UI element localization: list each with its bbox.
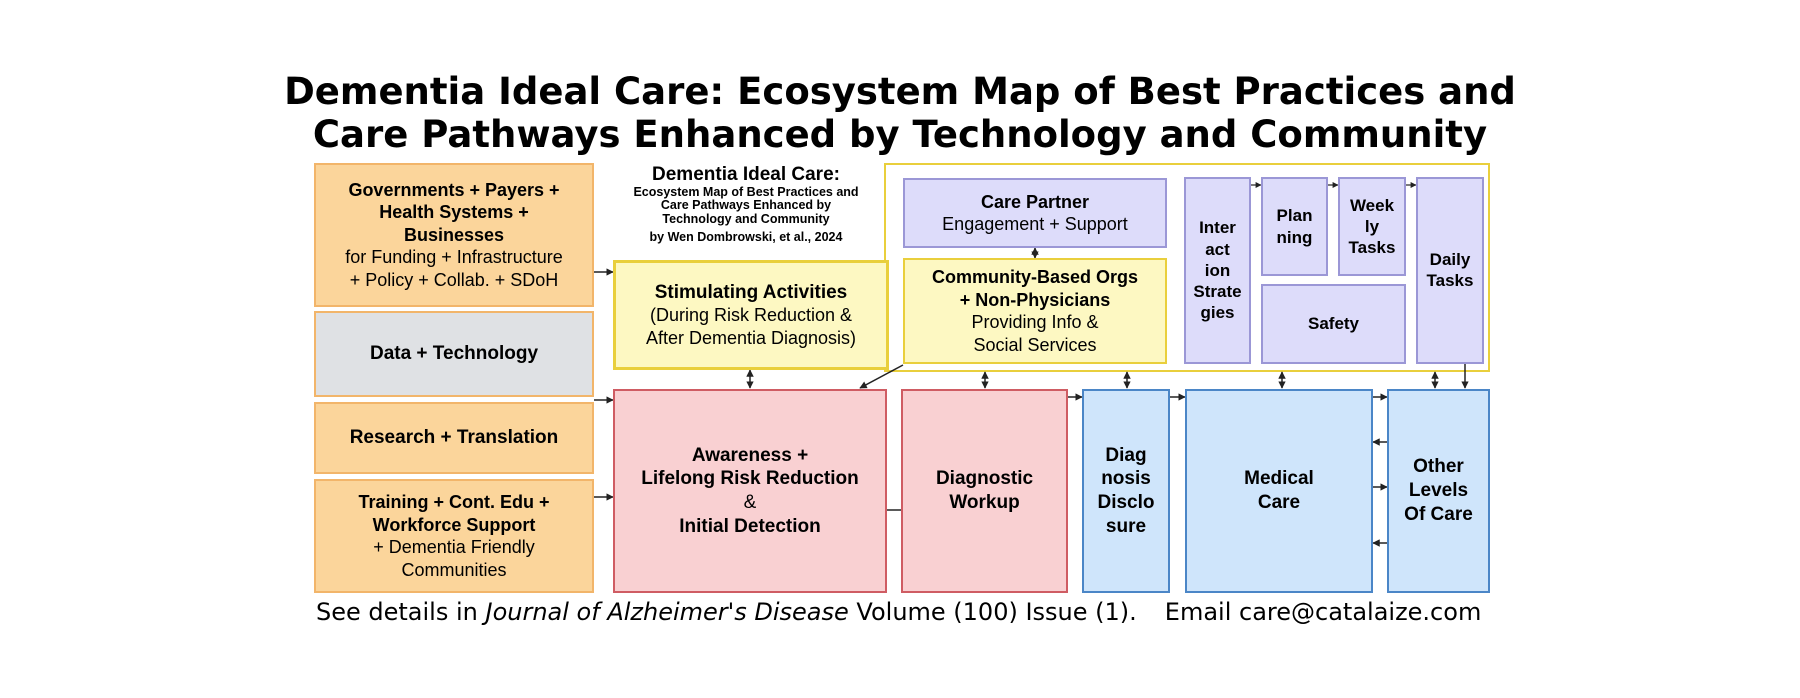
stimulating-title: Stimulating Activities: [654, 281, 848, 303]
training-line-2: Workforce Support: [372, 514, 536, 535]
disclosure-text-3: Disclo: [1097, 492, 1155, 513]
safety-label: Safety: [1307, 314, 1360, 334]
diagram-title-line-2: Care Pathways Enhanced by Technology and…: [312, 113, 1488, 156]
weekly-tasks-box: Week ly Tasks: [1338, 177, 1406, 276]
community-line-4: Social Services: [973, 334, 1097, 355]
medical-text-2: Care: [1257, 492, 1301, 513]
other-levels-box: Other Levels Of Care: [1387, 389, 1490, 593]
awareness-line-1: Awareness +: [691, 444, 809, 466]
planning-text-2: ning: [1276, 227, 1313, 247]
community-line-1: Community-Based Orgs: [931, 267, 1139, 287]
stimulating-line-2: (During Risk Reduction &: [649, 305, 853, 326]
awareness-box: Awareness + Lifelong Risk Reduction & In…: [613, 389, 887, 593]
gov-line-3: Businesses: [403, 224, 505, 245]
weekly-text-1: Week: [1349, 195, 1395, 215]
subtitle-author: by Wen Dombrowski, et al., 2024: [649, 230, 843, 245]
awareness-line-2: Lifelong Risk Reduction: [641, 468, 859, 490]
community-orgs-box: Community-Based Orgs + Non-Physicians Pr…: [903, 258, 1167, 364]
interaction-text-2: act: [1205, 239, 1230, 259]
awareness-line-4: Initial Detection: [679, 515, 821, 537]
weekly-text-3: Tasks: [1348, 238, 1396, 258]
research-box: Research + Translation: [314, 402, 594, 474]
community-line-3: Providing Info &: [971, 312, 1099, 332]
diagnostic-text-1: Diagnostic: [935, 468, 1034, 490]
subtitle-line-2: Care Pathways Enhanced by: [660, 198, 832, 213]
footer-prefix: See details in: [316, 598, 486, 626]
weekly-text-2: ly: [1364, 216, 1380, 236]
footer-volume: Volume (100) Issue (1).: [848, 598, 1137, 626]
interaction-text-5: gies: [1200, 303, 1235, 323]
data-technology-label: Data + Technology: [369, 343, 539, 365]
diagnostic-text-2: Workup: [949, 492, 1020, 513]
subtitle-heading: Dementia Ideal Care:: [652, 164, 840, 185]
daily-tasks-box: Daily Tasks: [1416, 177, 1484, 364]
footer: See details in Journal of Alzheimer's Di…: [316, 597, 1516, 628]
care-partner-box: Care Partner Engagement + Support: [903, 178, 1167, 248]
other-text-2: Levels: [1408, 480, 1469, 502]
training-line-1: Training + Cont. Edu +: [358, 492, 550, 512]
community-line-2: + Non-Physicians: [959, 289, 1111, 310]
disclosure-text-1: Diag: [1105, 444, 1147, 466]
disclosure-text-4: sure: [1105, 515, 1147, 537]
awareness-line-3: &: [743, 492, 757, 513]
other-text-3: Of Care: [1404, 503, 1473, 525]
stimulating-line-3: After Dementia Diagnosis): [645, 327, 857, 348]
stimulating-activities-box: Stimulating Activities (During Risk Redu…: [613, 260, 889, 370]
arrow-community-awareness: [859, 364, 904, 389]
gov-line-4: for Funding + Infrastructure: [345, 247, 563, 268]
training-line-4: Communities: [401, 559, 507, 580]
other-text-1: Other: [1413, 456, 1464, 478]
data-technology-box: Data + Technology: [314, 311, 594, 397]
diagram-title-line-1: Dementia Ideal Care: Ecosystem Map of Be…: [284, 70, 1516, 113]
daily-text-2: Tasks: [1426, 271, 1474, 291]
governments-box: Governments + Payers + Health Systems + …: [314, 163, 594, 307]
planning-box: Plan ning: [1261, 177, 1328, 276]
planning-text-1: Plan: [1276, 206, 1313, 226]
medical-care-box: Medical Care: [1185, 389, 1373, 593]
care-partner-title: Care Partner: [980, 191, 1090, 212]
subtitle-block: Dementia Ideal Care: Ecosystem Map of Be…: [608, 164, 884, 245]
diagnostic-workup-box: Diagnostic Workup: [901, 389, 1068, 593]
training-box: Training + Cont. Edu + Workforce Support…: [314, 479, 594, 593]
medical-text-1: Medical: [1244, 468, 1314, 490]
interaction-text-1: Inter: [1199, 218, 1236, 238]
subtitle-line-1: Ecosystem Map of Best Practices and: [633, 184, 859, 199]
interaction-text-3: ion: [1204, 260, 1231, 280]
interaction-strategies-box: Inter act ion Strate gies: [1184, 177, 1251, 364]
gov-line-5: + Policy + Collab. + SDoH: [349, 269, 559, 290]
safety-box: Safety: [1261, 284, 1406, 364]
care-partner-line-2: Engagement + Support: [942, 214, 1128, 234]
training-line-3: + Dementia Friendly: [373, 537, 535, 557]
disclosure-text-2: nosis: [1101, 468, 1151, 490]
research-label: Research + Translation: [349, 427, 559, 449]
footer-email[interactable]: Email care@catalaize.com: [1164, 598, 1482, 626]
diagnosis-disclosure-box: Diag nosis Disclo sure: [1082, 389, 1170, 593]
gov-line-1: Governments + Payers +: [348, 179, 560, 200]
daily-text-1: Daily: [1429, 250, 1471, 269]
footer-journal: Journal of Alzheimer's Disease: [485, 598, 849, 626]
interaction-text-4: Strate: [1193, 282, 1242, 302]
subtitle-line-3: Technology and Community: [662, 211, 830, 226]
gov-line-2: Health Systems +: [379, 202, 529, 223]
